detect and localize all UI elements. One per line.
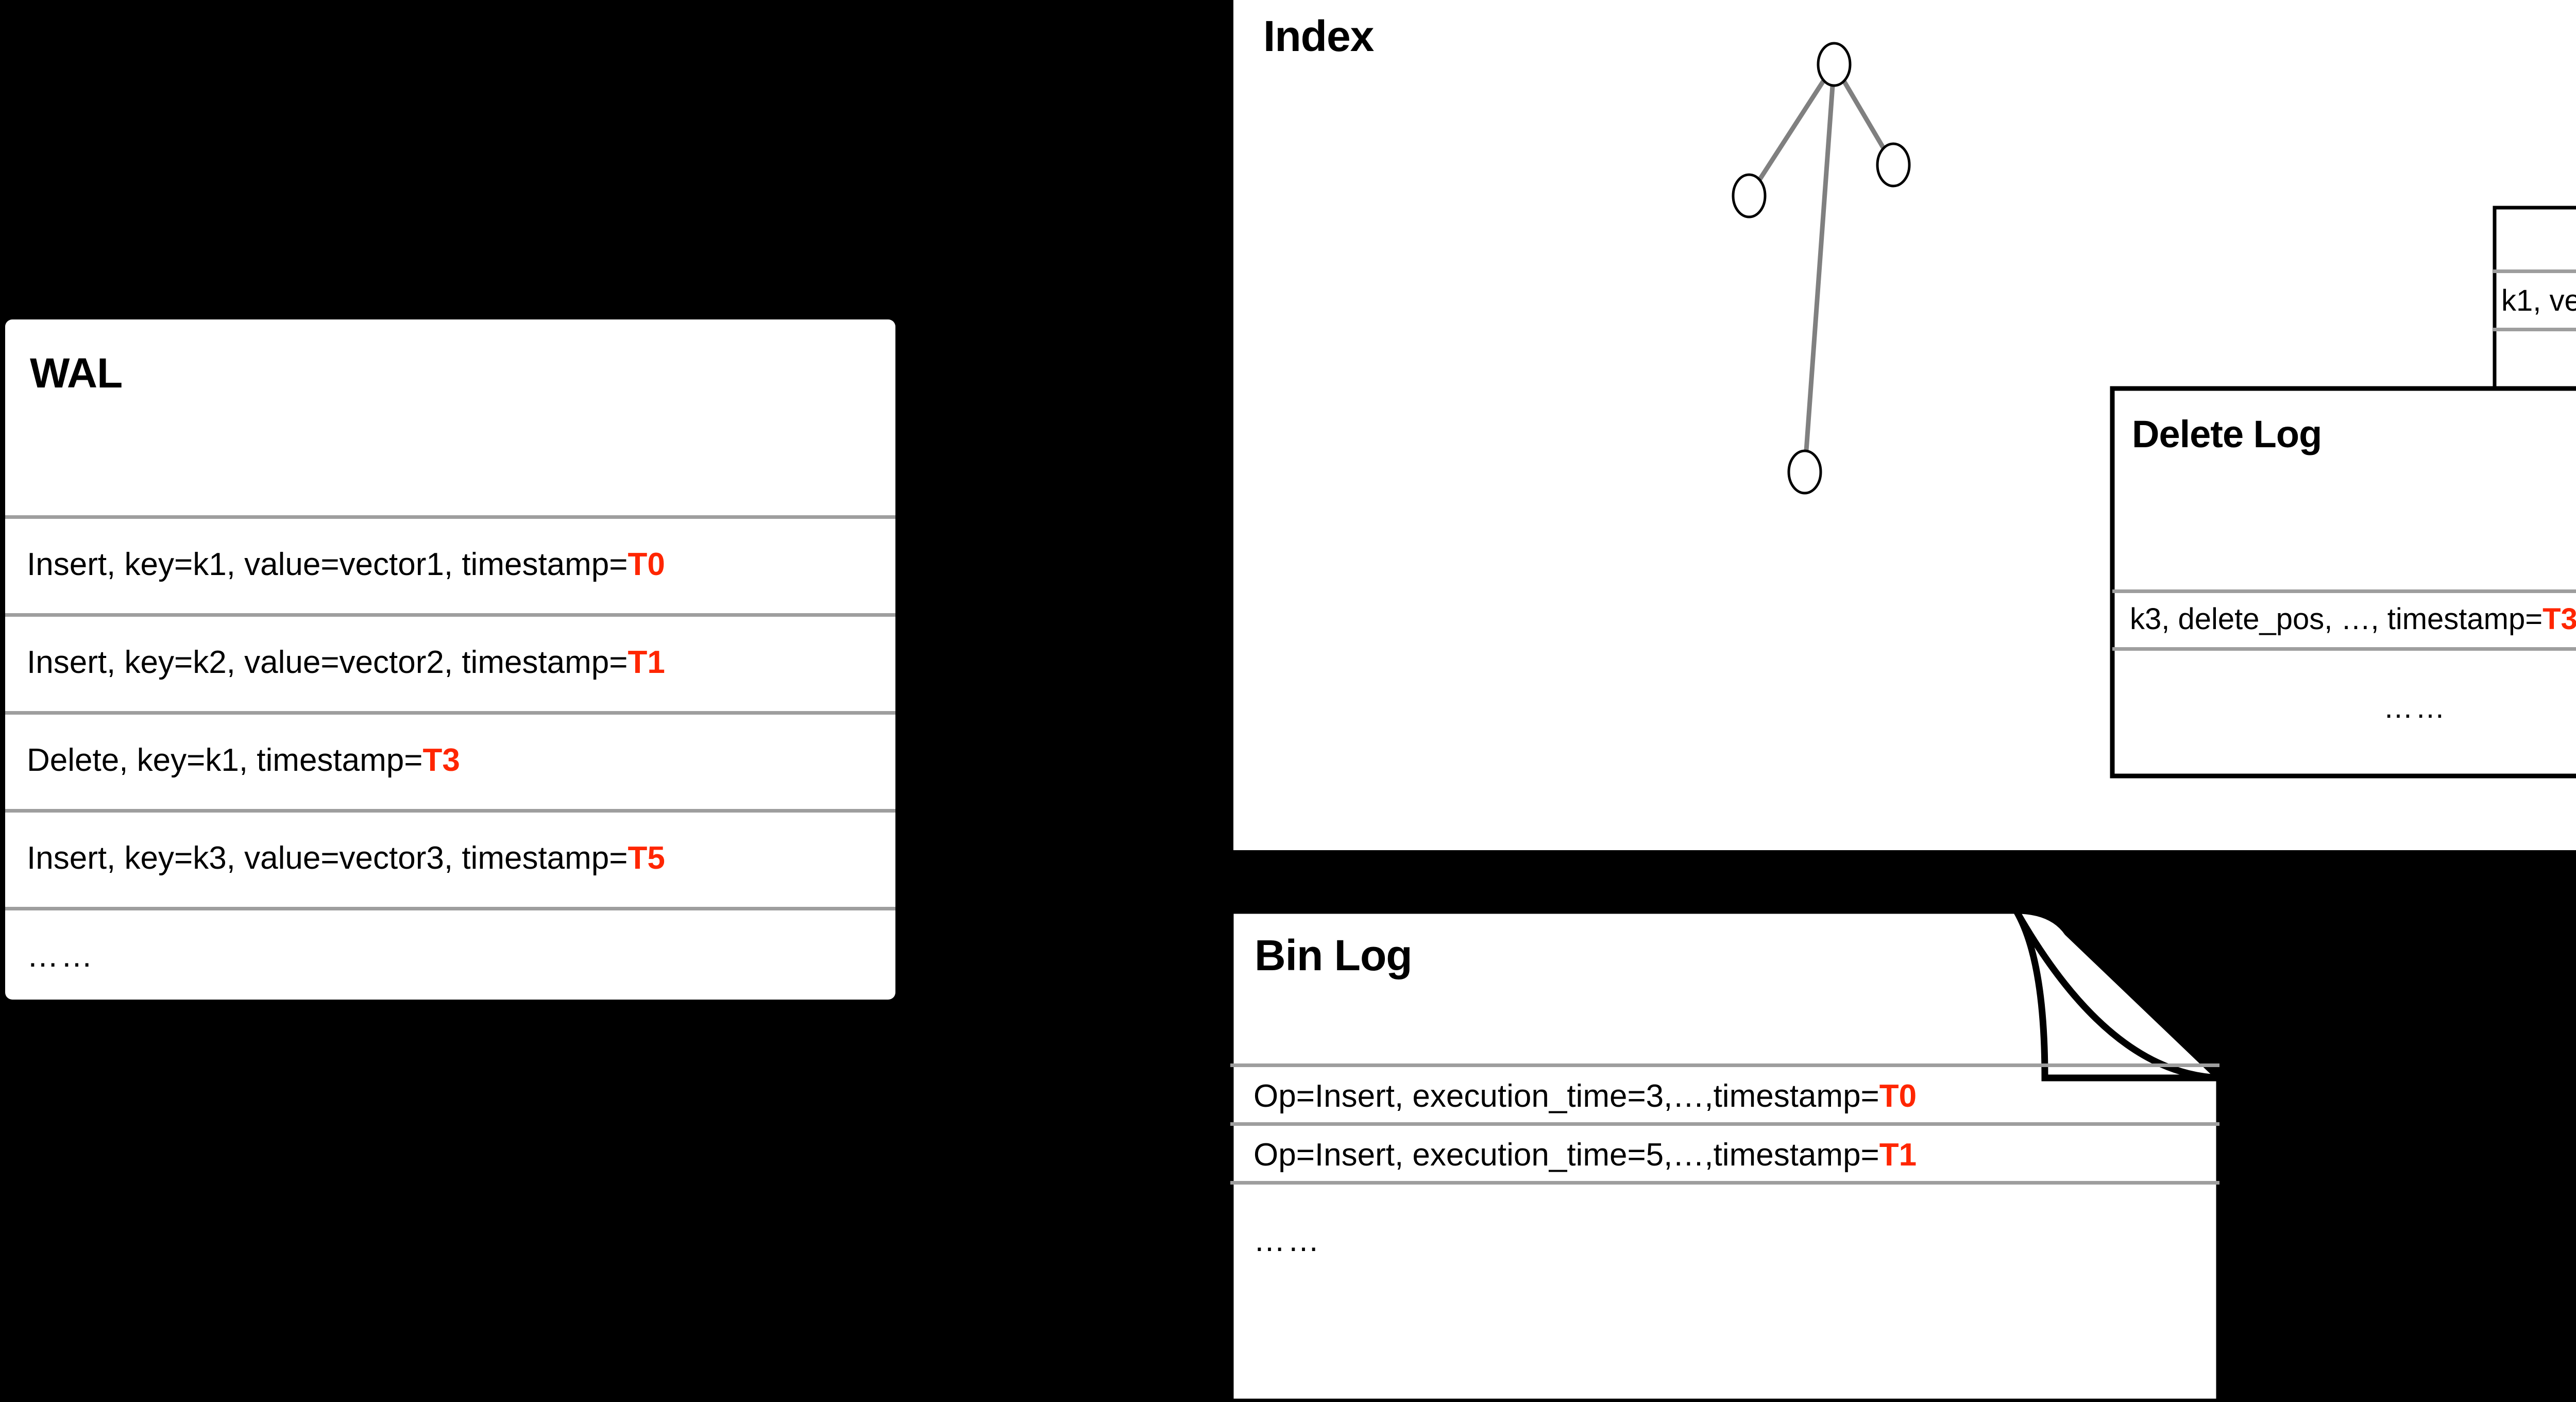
delete-log-outline xyxy=(2110,386,2576,779)
delete-log-row-ellipsis: …… xyxy=(2383,691,2447,724)
bin-log-row: Op=Insert, execution_time=3,…,timestamp=… xyxy=(1253,1078,1917,1114)
wal-row-ellipsis: …… xyxy=(27,938,95,974)
tree-edge-root-to-right xyxy=(1832,63,1895,166)
wal-separator xyxy=(5,515,895,519)
bin-log-card: Bin Log Op=Insert, execution_time=3,…,ti… xyxy=(1227,907,2223,1402)
index-leaf-doc-k1: k1, vector1, timestamp=T0 …… xyxy=(2493,206,2576,407)
delete-log-row: k3, delete_pos, …, timestamp=T3 xyxy=(2130,602,2576,636)
wal-title: WAL xyxy=(30,350,123,397)
wal-separator xyxy=(5,613,895,617)
wal-separator xyxy=(5,809,895,813)
tree-edge-root-to-left xyxy=(1747,63,1836,197)
bin-log-separator xyxy=(1230,1122,2219,1126)
wal-row: Insert, key=k2, value=vector2, timestamp… xyxy=(27,644,665,681)
doc-outline-k1 xyxy=(2493,206,2576,407)
delete-log-separator xyxy=(2112,647,2576,651)
bin-log-separator xyxy=(1230,1063,2219,1067)
delete-log-title: Delete Log xyxy=(2132,413,2322,455)
wal-row: Delete, key=k1, timestamp=T3 xyxy=(27,742,460,779)
wal-row: Insert, key=k3, value=vector3, timestamp… xyxy=(27,840,665,876)
bin-log-outline xyxy=(1227,907,2223,1402)
doc-row-k1: k1, vector1, timestamp=T0 xyxy=(2501,283,2576,318)
doc-separator xyxy=(2493,328,2576,331)
wal-row-timestamp: T0 xyxy=(628,547,665,582)
wal-row-text: Insert, key=k2, value=vector2, timestamp… xyxy=(27,645,628,680)
doc-separator xyxy=(2493,269,2576,273)
wal-separator xyxy=(5,907,895,910)
bin-log-title: Bin Log xyxy=(1255,931,1413,979)
bin-log-row-timestamp: T1 xyxy=(1879,1137,1917,1173)
wal-row-text: Delete, key=k1, timestamp= xyxy=(27,742,423,778)
delete-log-card: Delete Log k3, delete_pos, …, timestamp=… xyxy=(2110,386,2576,779)
delete-log-row-text: k3, delete_pos, …, timestamp= xyxy=(2130,602,2543,636)
doc-row-text: k1, vector1, timestamp= xyxy=(2501,284,2576,317)
wal-separator xyxy=(5,711,895,715)
tree-edge-root-to-bottom xyxy=(1802,64,1837,472)
bin-log-row-timestamp: T0 xyxy=(1879,1078,1917,1114)
delete-log-separator xyxy=(2112,589,2576,593)
wal-card: WAL Insert, key=k1, value=vector1, times… xyxy=(5,319,895,1000)
wal-row-timestamp: T3 xyxy=(422,742,460,778)
bin-log-row-ellipsis: …… xyxy=(1253,1223,1321,1258)
wal-row-timestamp: T1 xyxy=(628,645,665,680)
bin-log-row-text: Op=Insert, execution_time=5,…,timestamp= xyxy=(1253,1137,1879,1173)
bin-log-row: Op=Insert, execution_time=5,…,timestamp=… xyxy=(1253,1137,1917,1173)
bin-log-separator xyxy=(1230,1181,2219,1185)
delete-log-row-timestamp: T3 xyxy=(2543,602,2576,636)
wal-row-text: Insert, key=k3, value=vector3, timestamp… xyxy=(27,840,628,876)
wal-row-timestamp: T5 xyxy=(628,840,665,876)
index-title: Index xyxy=(1263,12,1374,60)
wal-row-text: Insert, key=k1, value=vector1, timestamp… xyxy=(27,547,628,582)
wal-row: Insert, key=k1, value=vector1, timestamp… xyxy=(27,546,665,583)
bin-log-row-text: Op=Insert, execution_time=3,…,timestamp= xyxy=(1253,1078,1879,1114)
